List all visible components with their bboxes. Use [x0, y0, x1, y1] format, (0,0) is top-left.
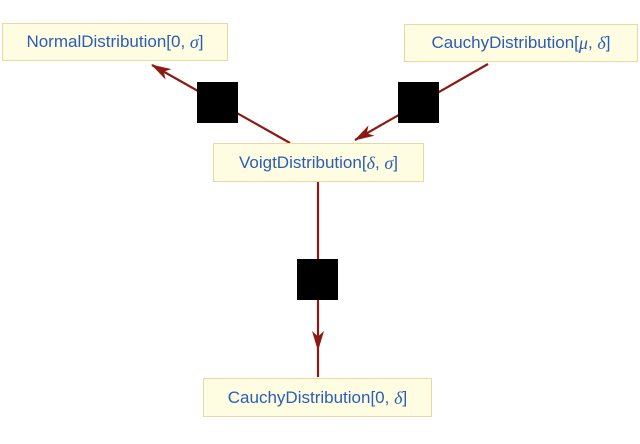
edge-thumbnail-square-right [398, 82, 439, 123]
node-cauchy-distribution-mu-delta[interactable]: CauchyDistribution[μ, δ] [404, 24, 638, 62]
node-label-text: VoigtDistribution[ [238, 152, 367, 172]
node-normal-distribution[interactable]: NormalDistribution[0, σ] [2, 23, 228, 61]
node-cauchy-distribution-zero-delta[interactable]: CauchyDistribution[0, δ] [203, 378, 432, 417]
node-voigt-distribution[interactable]: VoigtDistribution[δ, σ] [213, 143, 424, 182]
greek-mu: μ [578, 33, 588, 53]
node-label-text: CauchyDistribution[ [431, 33, 579, 52]
greek-delta: δ [394, 387, 403, 408]
node-label-text: ] [393, 152, 399, 172]
node-label-text: ] [402, 387, 408, 407]
greek-delta: δ [366, 152, 375, 173]
node-label-text: ] [198, 32, 204, 51]
node-label-text: , [374, 152, 385, 172]
node-label-text: CauchyDistribution[0, [227, 387, 395, 407]
greek-sigma: σ [189, 32, 199, 52]
edge-thumbnail-square-bottom [297, 259, 338, 300]
greek-sigma: σ [384, 152, 394, 173]
node-label-text: ] [605, 33, 611, 52]
node-label-text: , [587, 33, 598, 52]
greek-delta: δ [597, 33, 606, 53]
node-label-text: NormalDistribution[0, [26, 32, 190, 51]
edge-thumbnail-square-left [197, 82, 238, 123]
